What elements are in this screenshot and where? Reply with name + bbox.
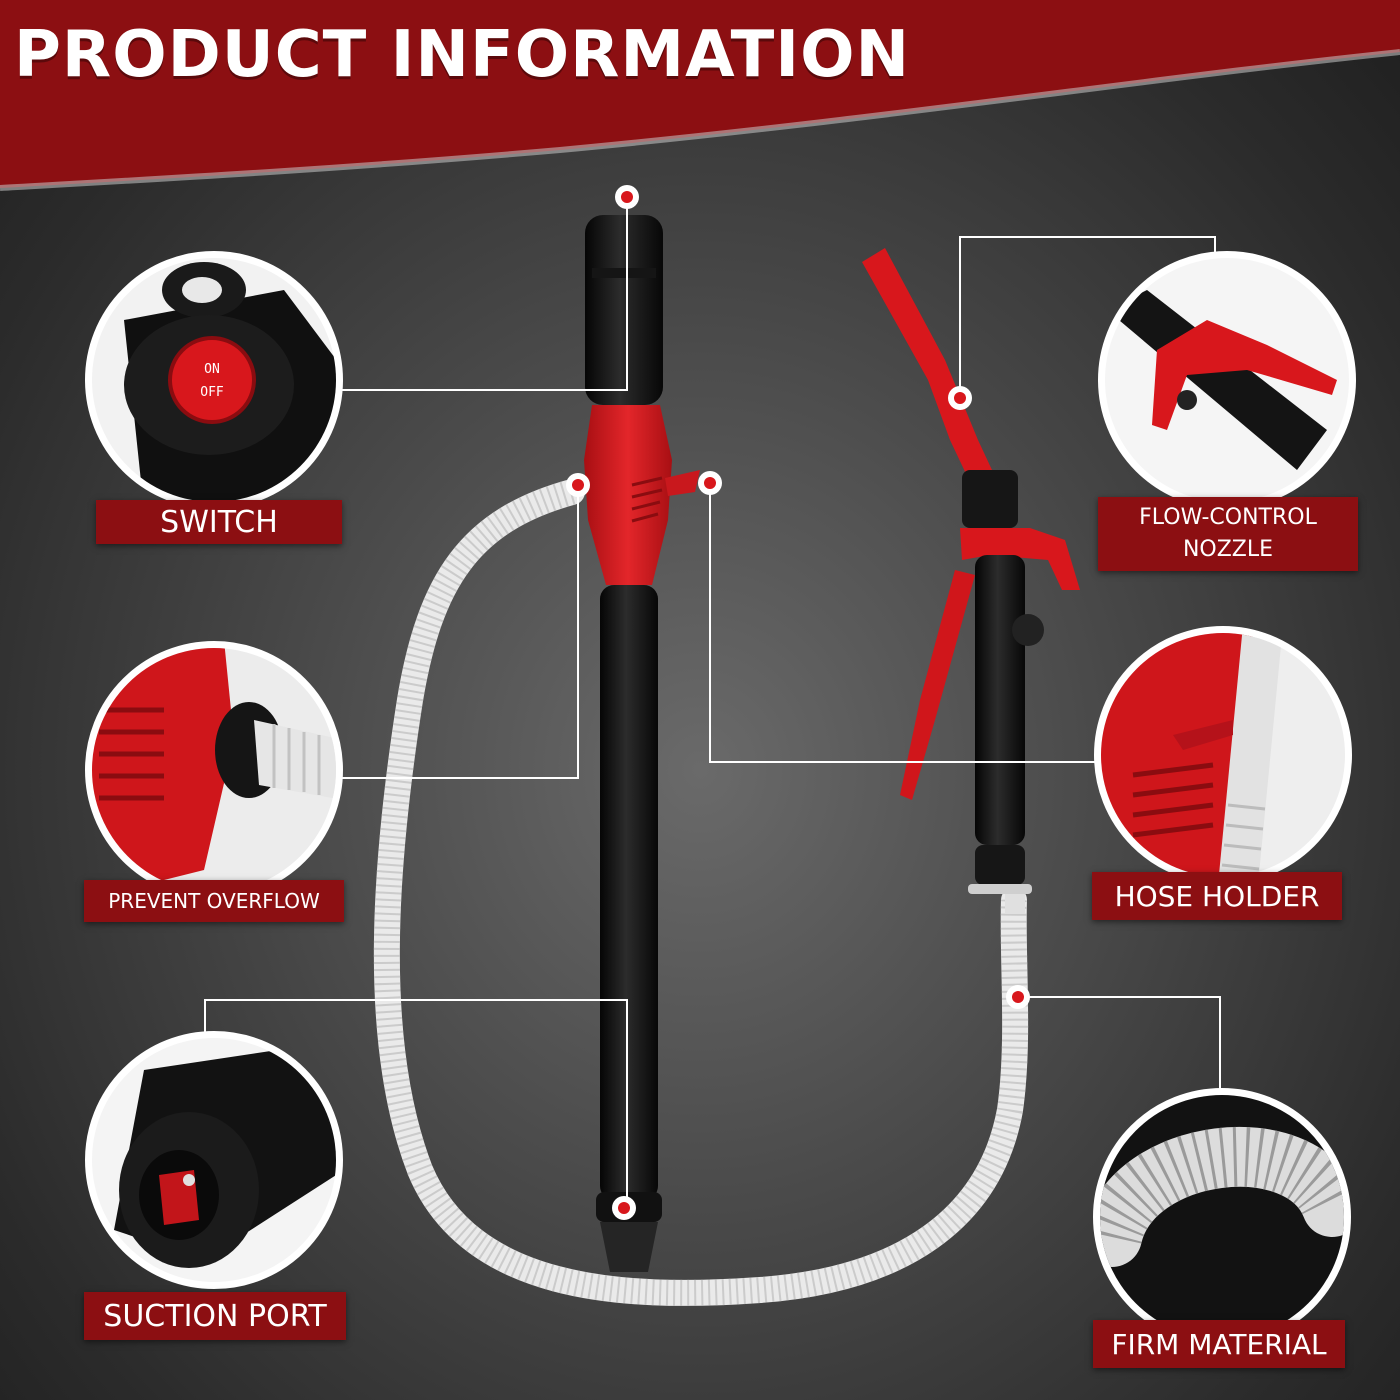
label-switch: SWITCH xyxy=(96,500,342,544)
leader-hose-holder xyxy=(709,483,1095,763)
nozzle-handle-red xyxy=(960,528,1080,590)
suction-port-closeup xyxy=(85,1031,343,1289)
page-title: PRODUCT INFORMATION xyxy=(14,18,911,92)
nozzle-spout xyxy=(862,248,992,478)
switch-on-text: ON xyxy=(204,362,220,377)
switch-off-text: OFF xyxy=(200,385,224,400)
leader-firm-material xyxy=(1018,996,1221,1100)
flow-control-closeup xyxy=(1098,251,1356,509)
leader-suction-port xyxy=(204,999,628,1208)
label-firm-material: FIRM MATERIAL xyxy=(1093,1320,1345,1368)
prevent-overflow-closeup xyxy=(85,641,343,899)
label-prevent-overflow: PREVENT OVERFLOW xyxy=(84,880,344,922)
hose xyxy=(373,479,1029,1306)
label-flow-control-nozzle: FLOW-CONTROL NOZZLE xyxy=(1098,497,1358,571)
label-suction-port: SUCTION PORT xyxy=(84,1292,346,1340)
leader-prevent-overflow xyxy=(340,485,579,779)
nozzle-body xyxy=(975,555,1025,845)
pump-red-body xyxy=(584,405,672,585)
pump-tube xyxy=(600,585,658,1200)
pump-top-cap xyxy=(585,215,663,405)
firm-material-closeup xyxy=(1093,1088,1351,1346)
label-flow-control-line1: FLOW-CONTROL xyxy=(1139,505,1317,530)
hose-holder-closeup xyxy=(1094,626,1352,884)
leader-switch xyxy=(340,197,628,391)
label-hose-holder: HOSE HOLDER xyxy=(1092,872,1342,920)
header-banner xyxy=(0,0,1400,191)
label-flow-control-line2: NOZZLE xyxy=(1182,537,1274,562)
switch-closeup: ON OFF xyxy=(85,251,343,509)
marker-dots xyxy=(566,185,1030,1220)
